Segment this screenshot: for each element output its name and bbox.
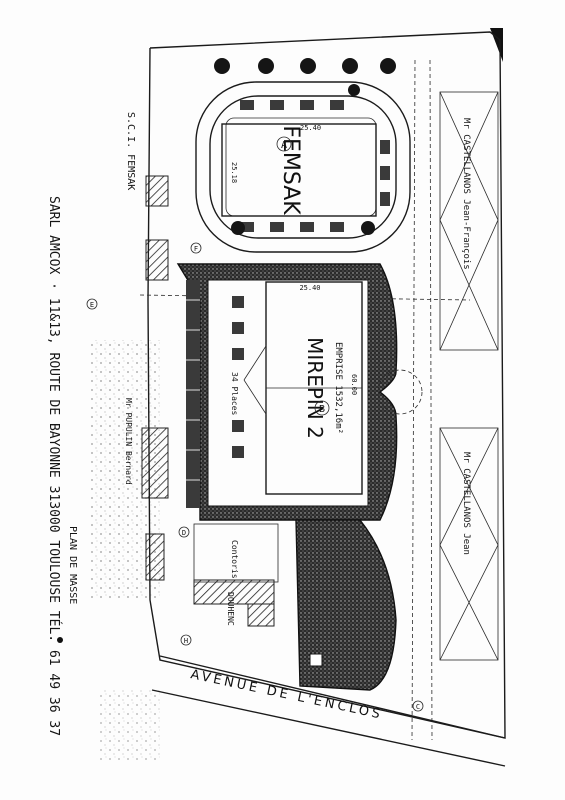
marker-label: C: [416, 703, 420, 711]
castellanos-jf-label: Mr CASTELLANOS Jean-François: [461, 118, 471, 270]
boundary-line: [139, 294, 471, 301]
punch-mark: [57, 637, 63, 643]
turnaround: [377, 369, 423, 415]
boundary-line: [411, 59, 416, 741]
douhenc-label: DOUHENC: [226, 592, 235, 626]
mirepin-building: MIREPIN 2 B EMPRISE 1532,16m² 25.40 60.0…: [243, 281, 363, 495]
marker-label: F: [194, 245, 198, 253]
mirepin-parking-stalls: [186, 280, 244, 508]
sci-femsak-building: [145, 239, 169, 281]
boundary-line: [429, 59, 433, 741]
pupulin-label: Mr PUPULIN Bernard: [124, 398, 133, 485]
femsak-parking-stalls: [240, 100, 390, 232]
survey-markers: E D H C F: [86, 242, 424, 712]
site-boundary: [147, 31, 506, 739]
femsak-building: FEMSAK A 25.40 25.18: [221, 123, 377, 217]
femsak-dim-top: 25.40: [300, 124, 321, 132]
mirepin-badge: B: [319, 404, 325, 415]
tree-row: [214, 58, 396, 235]
contoris-label: Contoris: [230, 540, 239, 579]
femsak-dim-side: 25.18: [230, 162, 238, 183]
mirepin-dim-side: 60.00: [350, 374, 358, 395]
green-space-marker: [309, 653, 323, 667]
mirepin-emprise: EMPRISE 1532,16m²: [333, 342, 343, 434]
marker-label: D: [182, 529, 186, 537]
castellanos-j-label: Mr CASTELLANOS Jean: [461, 452, 471, 555]
marker-label: H: [184, 637, 188, 645]
pupulin-building: [145, 533, 165, 581]
sci-femsak-label: S.C.I. FEMSAK: [125, 112, 136, 190]
plan-title: PLAN DE MASSE: [67, 526, 78, 604]
femsak-badge: A: [281, 140, 287, 151]
mirepin-parking-zone: [176, 263, 398, 521]
sci-femsak-building: [145, 175, 169, 207]
green-space: [295, 519, 397, 691]
mirepin-dim-top: 25.40: [299, 284, 320, 292]
parking-note: 34 Places: [230, 372, 239, 416]
contoris-parcel: Contoris: [193, 523, 279, 583]
company-header: SARL AMCOX · 11&13, ROUTE DE BAYONNE 313…: [46, 196, 62, 736]
scan-noise: [100, 690, 160, 760]
parcel-castellanos-jf: [439, 91, 499, 351]
femsak-title: FEMSAK: [278, 125, 303, 215]
parcel-castellanos-j: [439, 427, 499, 661]
douhenc-building: [193, 579, 275, 605]
douhenc-building: [247, 603, 275, 627]
mirepin-title: MIREPIN 2: [303, 337, 327, 439]
marker-label: E: [90, 301, 94, 309]
pupulin-building: [141, 427, 169, 499]
